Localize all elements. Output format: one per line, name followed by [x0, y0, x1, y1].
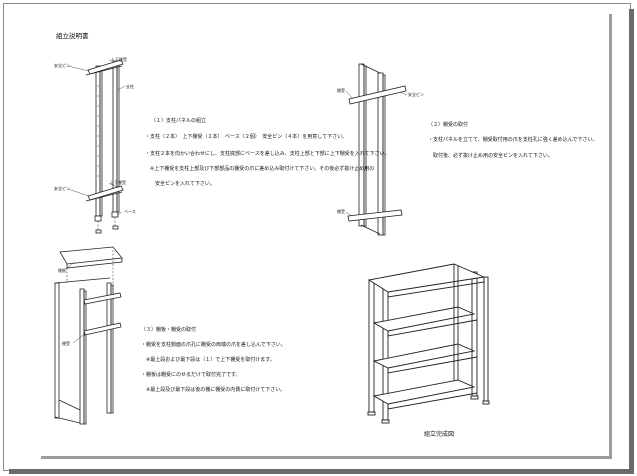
label-anzenpin-mid: 安全ピン	[408, 92, 424, 97]
label-anzenpin-top: 安全ピン	[54, 63, 70, 68]
figure-frame-attach	[345, 63, 408, 236]
document-title: 組立説明書	[56, 32, 89, 40]
section-1-line: ・支柱（２本） 上下棚受（２本） ベース（２個） 安全ピン（４本）を用意して下さ…	[145, 134, 348, 140]
section-1-line: ・支柱２本を向かい合わせにし、支柱底部にベースを差し込み、支柱上部と下部に上下棚…	[145, 151, 390, 157]
section-3-line: ・棚受を支柱側面の爪孔に棚受の両端の爪を差し込んで下さい。	[141, 342, 286, 348]
frame-shadow-right	[629, 9, 634, 473]
label-anzenpin-bottom: 安全ピン	[54, 186, 70, 191]
section-3-line: ・棚板は棚受にのせるだけで取付完了です。	[141, 372, 241, 378]
section-3-line: ※最上段及び最下段は後の棚に棚受の内側に取付けて下さい。	[141, 387, 286, 393]
label-upper-lower-frame-bottom: 上下棚受	[110, 180, 126, 185]
label-shelf-board: 棚板	[58, 268, 66, 273]
figure-completed-rack	[367, 263, 490, 424]
label-pillar: 支柱	[126, 84, 134, 89]
section-2-line: 取付後、必ず抜け止め用の安全ピンを入れて下さい。	[428, 153, 553, 159]
section-3-heading: （３）棚板・棚受の取付	[141, 327, 197, 333]
section-3-line: ※最上段および最下段は（１）で上下棚受を取付けます。	[141, 357, 275, 363]
figure-shelf-attach	[54, 246, 123, 425]
section-2-line: ・支柱パネルを立てて、棚受取付用の爪を支柱孔に強く差め込んで下さい。	[428, 137, 598, 143]
frame-shadow-bottom	[9, 469, 634, 474]
label-upper-lower-frame: 上下棚受	[111, 57, 127, 62]
section-1-heading: （１）支柱パネルの組立	[151, 118, 207, 124]
label-frame-top: 棚受	[337, 88, 345, 93]
section-1-line: ※上下棚受を支柱上部及び下部部品の棚受の爪に差め込み取付けて下さい。その後必ず抜…	[145, 166, 375, 172]
section-1-line: 安全ピンを入れて下さい。	[145, 181, 215, 187]
section-2-heading: （２）棚受の取付	[428, 122, 469, 128]
figure-pillar-panel	[67, 59, 126, 234]
label-frame-bottom: 棚受	[337, 209, 345, 214]
completed-label: 組立完成図	[424, 431, 455, 438]
page-shadow-right	[609, 14, 612, 458]
page-shadow-bottom	[41, 456, 612, 459]
label-frame-shelf: 棚受	[62, 341, 70, 346]
label-base: ベース	[124, 209, 136, 214]
instruction-page	[39, 12, 609, 456]
